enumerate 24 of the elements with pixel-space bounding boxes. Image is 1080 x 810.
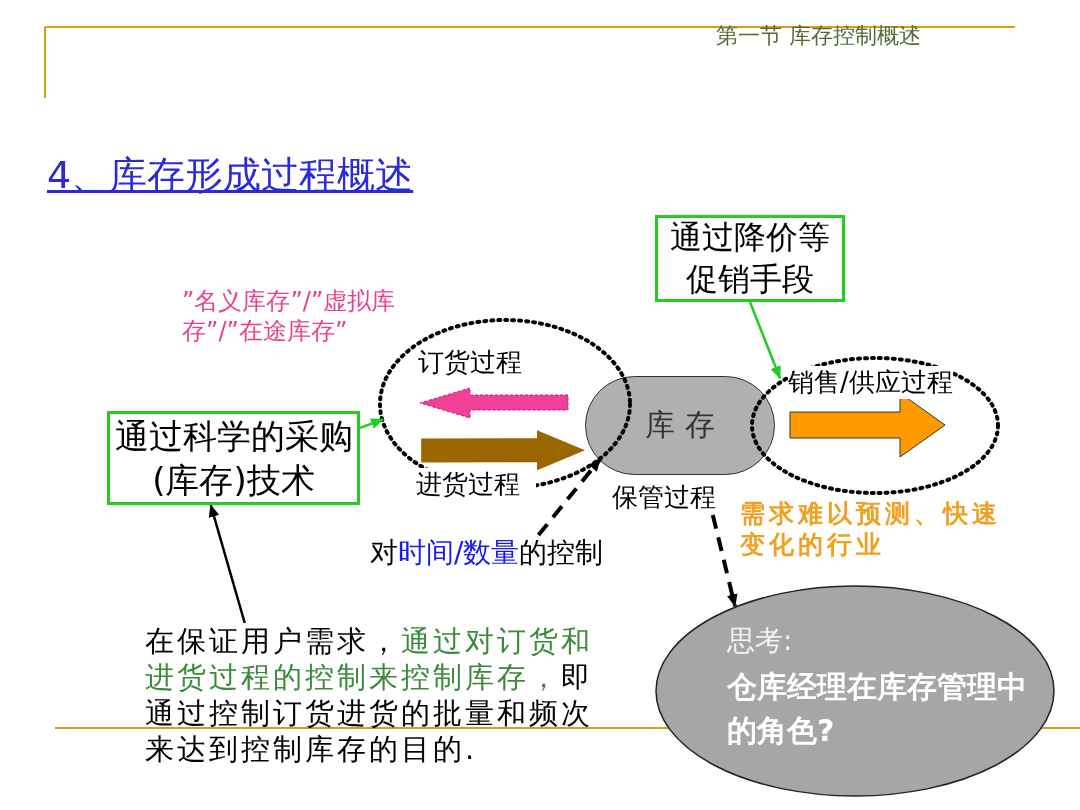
process-label: 对时间/数量的控制 — [370, 535, 682, 570]
block-arrow — [421, 430, 585, 471]
section-header: 第一节 库存控制概述 — [716, 22, 922, 50]
thought-text: 仓库经理在库存管理中的角色? — [727, 668, 1028, 750]
thought-text: 思考: — [727, 623, 794, 659]
process-label: 保管过程 — [612, 481, 738, 514]
pill-text: 库 存 — [645, 406, 715, 444]
arrow — [748, 301, 782, 380]
annotation-text: 需求难以预测、快速变化的行业 — [740, 498, 1002, 561]
arrow — [359, 418, 385, 430]
arrow — [208, 503, 246, 624]
thought-ellipse — [655, 585, 1055, 797]
process-label: 进货过程 — [416, 468, 536, 501]
process-label: 销售/供应过程 — [788, 366, 953, 399]
note-paragraph: 在保证用户需求，通过对订货和进货过程的控制来控制库存，即通过控制订货进货的批量和频次来达到控制库存的目的. — [145, 623, 620, 767]
arrow — [710, 514, 738, 608]
note-box — [655, 215, 845, 302]
annotation-text: ”名义库存”/”虚拟库存”/”在途库存” — [182, 286, 397, 346]
box-text: 通过降价等促销手段 — [669, 216, 831, 300]
inventory-pill — [585, 376, 775, 475]
arrow — [536, 457, 602, 537]
process-label: 订货过程 — [418, 346, 522, 379]
box-text: 通过科学的采购(库存)技术 — [114, 414, 353, 502]
slide-title: 4、库存形成过程概述 — [47, 152, 414, 199]
